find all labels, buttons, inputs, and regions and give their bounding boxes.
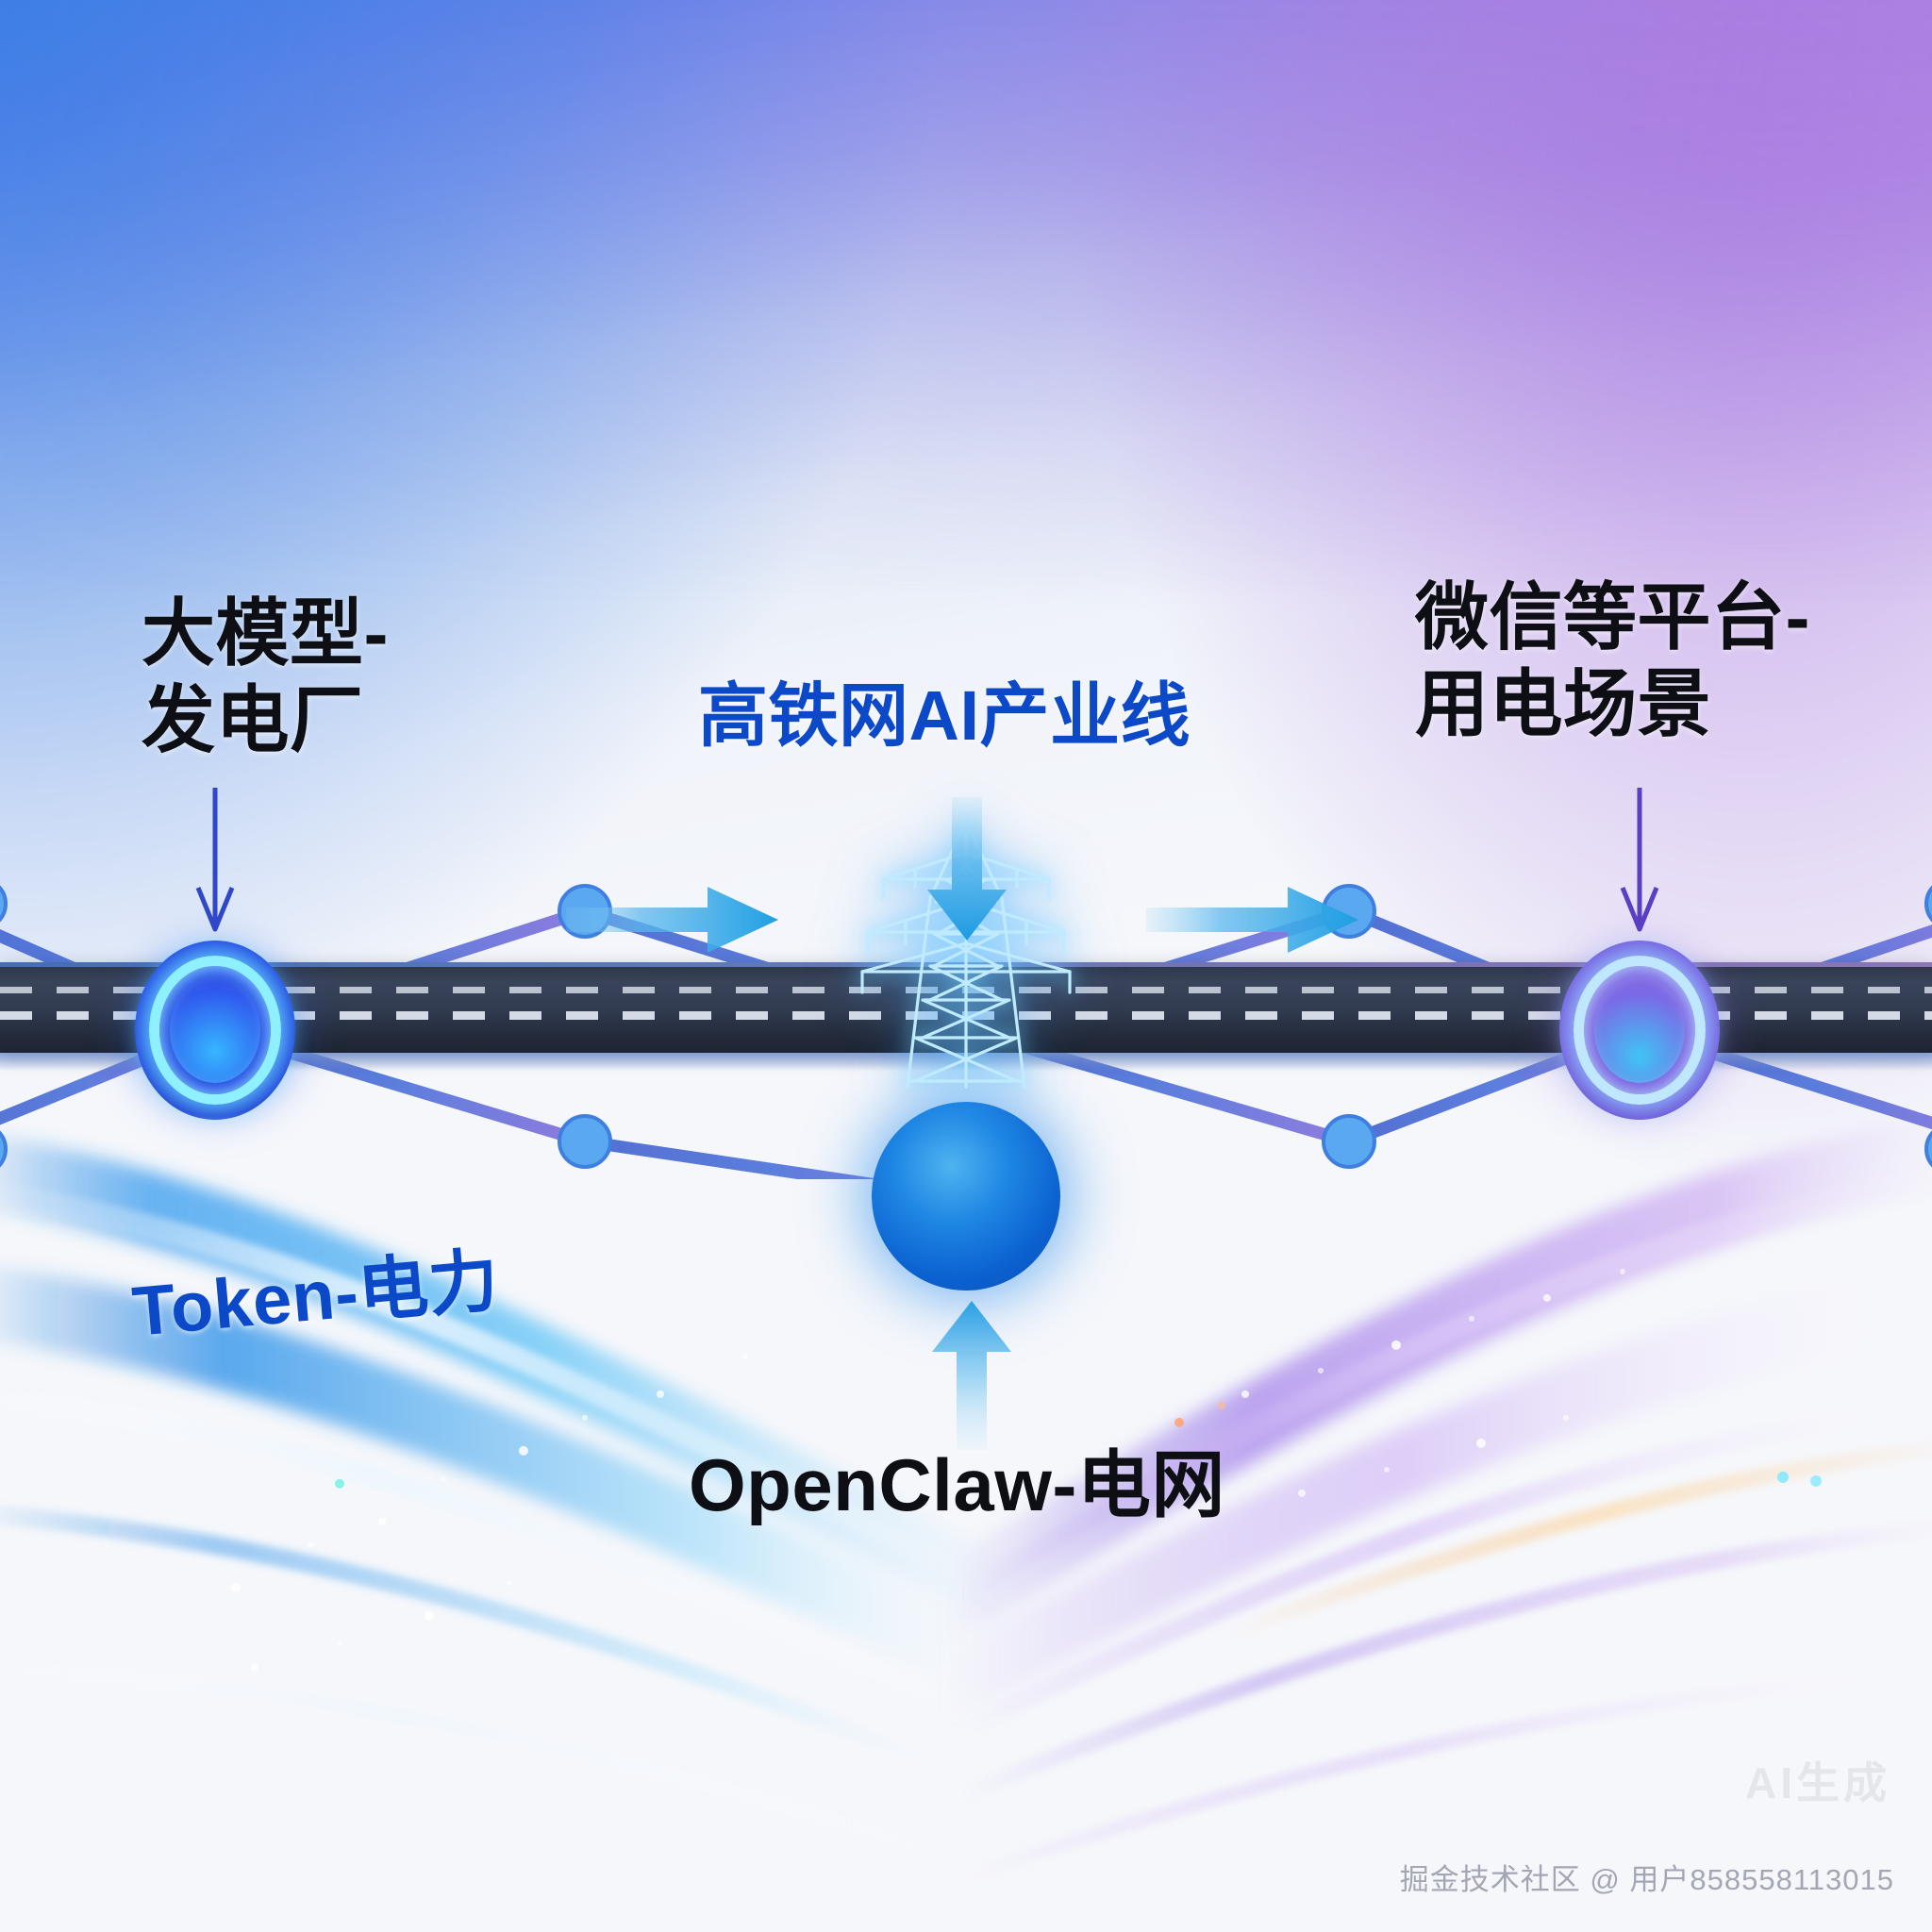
background-sky-band [0, 0, 1932, 890]
thin-arrow-down-icon [187, 788, 243, 939]
label-large-model-power-plant: 大模型- 发电厂 [142, 591, 389, 762]
light-streaks [0, 734, 1932, 1932]
label-wechat-platform-usage: 微信等平台- 用电场景 [1415, 575, 1810, 746]
label-openclaw-grid: OpenClaw-电网 [689, 1443, 1225, 1526]
thin-arrow-down-icon [1611, 788, 1668, 939]
label-ai-industry-line: 高铁网AI产业线 [698, 676, 1191, 755]
glowing-ring-node-icon [1535, 916, 1744, 1144]
ai-generated-watermark: AI生成 [1745, 1758, 1890, 1807]
glowing-ring-node-icon [110, 916, 320, 1144]
grid-hub-sphere-icon [872, 1102, 1060, 1291]
node-glow-ring [1574, 956, 1706, 1105]
arrow-right-icon [566, 877, 783, 962]
community-watermark: 掘金技术社区 @ 用户858558113015 [1399, 1863, 1894, 1896]
arrow-up-icon [924, 1297, 1019, 1453]
arrow-down-icon [920, 797, 1014, 943]
node-glow-ring [149, 956, 281, 1105]
arrow-right-icon [1146, 877, 1363, 962]
